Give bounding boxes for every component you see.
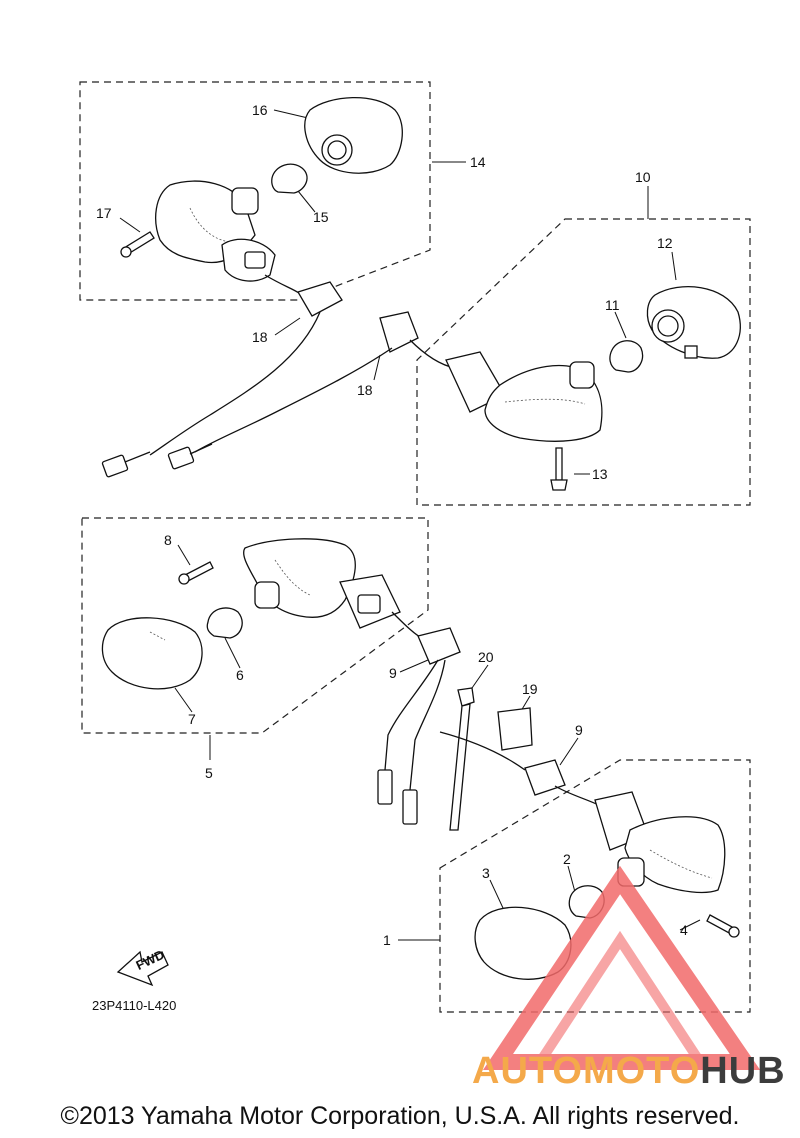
- label-15: 15: [313, 209, 329, 225]
- connector-9-right: [524, 759, 566, 796]
- socket: [569, 361, 595, 389]
- label-7: 7: [188, 711, 196, 727]
- turn-signal-assembly-10: [445, 286, 741, 491]
- label-6: 6: [236, 667, 244, 683]
- screw-13: [555, 447, 563, 481]
- label-5: 5: [205, 765, 213, 781]
- socket: [231, 187, 259, 215]
- clamp-19: [497, 707, 533, 751]
- terminal: [377, 769, 393, 805]
- label-17: 17: [96, 205, 112, 221]
- label-19: 19: [522, 681, 538, 697]
- label-9-right: 9: [575, 722, 583, 738]
- terminal: [402, 789, 418, 825]
- group-box-14: [79, 81, 431, 301]
- connector-18-right: [379, 311, 419, 353]
- lens-16: [304, 96, 403, 174]
- label-11: 11: [605, 297, 620, 313]
- drawing-code: 23P4110-L420: [92, 998, 176, 1013]
- connector-9-left: [417, 627, 461, 665]
- terminal-left: [101, 454, 129, 478]
- turn-signal-assembly-1: [474, 791, 740, 980]
- part-labels: 1 2 3 4 5 6 7 8 9 9 10 11 12 13 14 15 16…: [96, 102, 688, 948]
- label-1: 1: [383, 932, 391, 948]
- cable-tie-20: [457, 687, 475, 707]
- copyright-notice: ©2013 Yamaha Motor Corporation, U.S.A. A…: [60, 1102, 740, 1130]
- label-20: 20: [478, 649, 494, 665]
- bulb-11: [609, 340, 644, 373]
- watermark-triangle-icon: [483, 865, 761, 1070]
- leader-lines: [119, 109, 701, 941]
- label-18-right: 18: [357, 382, 373, 398]
- label-12: 12: [657, 235, 673, 251]
- label-9-left: 9: [389, 665, 397, 681]
- wiring-upper: [101, 274, 456, 478]
- label-8: 8: [164, 532, 172, 548]
- watermark-logo-text: AUTOMOTOHUB: [472, 1052, 786, 1090]
- tab: [684, 345, 698, 359]
- socket: [254, 581, 280, 609]
- label-3: 3: [482, 865, 490, 881]
- label-10: 10: [635, 169, 651, 185]
- bulb-6: [206, 607, 243, 639]
- label-18-left: 18: [252, 329, 268, 345]
- turn-signal-assembly-5: [101, 538, 401, 690]
- group-box-10: [416, 218, 751, 506]
- terminal-right: [167, 446, 195, 470]
- fwd-arrow-icon: FWD: [116, 947, 169, 987]
- lens-7: [101, 617, 203, 690]
- watermark-text-b: HUB: [700, 1050, 786, 1092]
- connector-18-left: [297, 281, 343, 317]
- label-13: 13: [592, 466, 608, 482]
- label-14: 14: [470, 154, 486, 170]
- label-16: 16: [252, 102, 268, 118]
- turn-signal-assembly-14: [120, 96, 403, 282]
- watermark-text-a: AUTOMOTO: [472, 1050, 701, 1092]
- label-2: 2: [563, 851, 571, 867]
- bulb-15: [271, 163, 308, 194]
- label-4: 4: [680, 922, 688, 938]
- wiring-middle: [377, 611, 606, 831]
- group-box-5: [81, 517, 429, 734]
- group-box-1: [439, 759, 751, 1013]
